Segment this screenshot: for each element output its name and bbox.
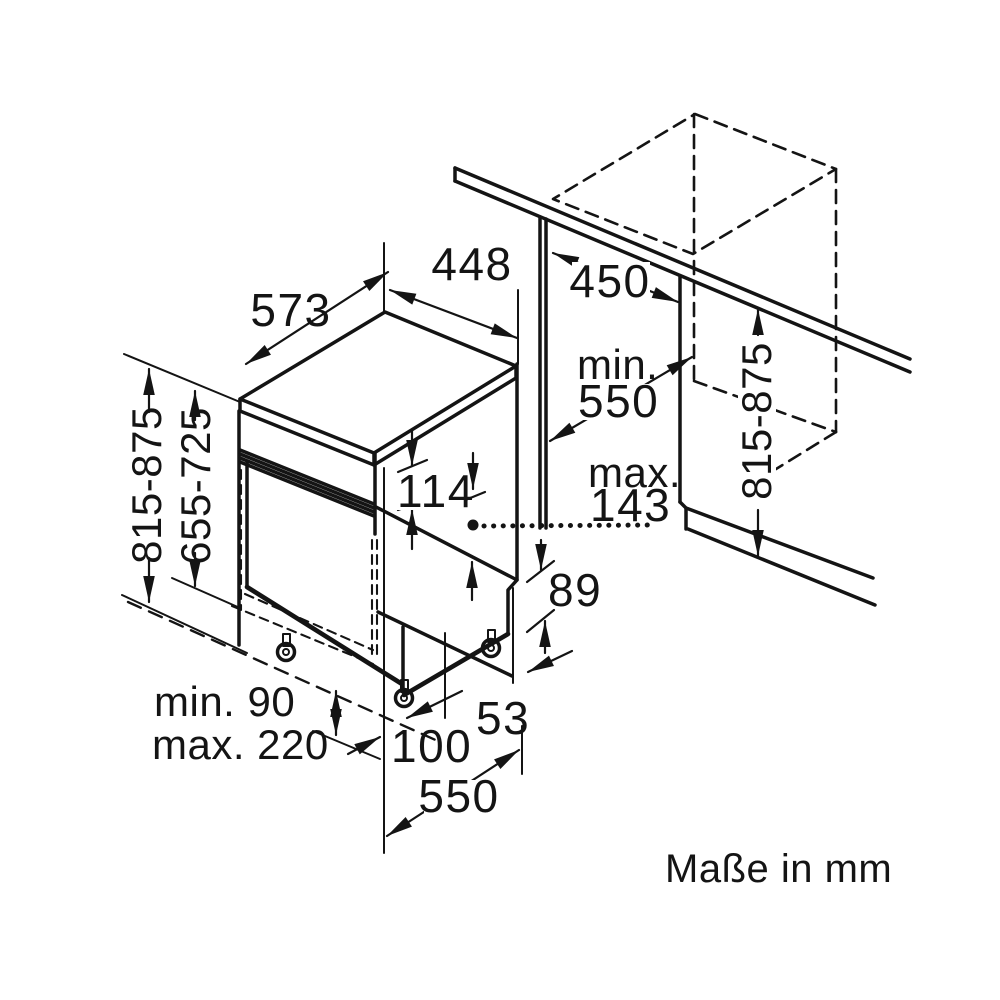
label-niche-depth-min: min. [577,341,658,388]
label-niche-width-450: 450 [569,255,650,307]
label-niche-height: 815-875 [733,342,780,500]
label-door-height: 655-725 [172,407,219,565]
label-foot-53: 53 [476,692,530,744]
label-appliance-height: 815-875 [123,406,170,564]
connection-axis-dotted-line [467,519,659,531]
label-width-448: 448 [431,238,512,290]
label-fascia-114: 114 [397,465,475,517]
label-plinth-min-90: min. 90 [154,678,295,725]
dishwasher-outline [126,310,519,744]
countertop [453,166,912,374]
adjustable-feet [275,629,502,709]
niche-side-walls [538,215,877,607]
dimension-labels: 573 448 450 min. 550 max. 143 815-875 65… [123,238,892,891]
label-plinth-max-220: max. 220 [152,721,329,768]
label-plinth-depth-100: 100 [391,720,472,772]
label-depth-573: 573 [250,284,331,336]
label-base-depth-550: 550 [418,770,499,822]
label-clearance-89: 89 [548,564,602,616]
label-connection-143: 143 [590,479,671,531]
label-connection-max: max. [588,449,681,496]
label-niche-depth-550: 550 [578,375,659,427]
units-note: Maße in mm [665,847,892,891]
